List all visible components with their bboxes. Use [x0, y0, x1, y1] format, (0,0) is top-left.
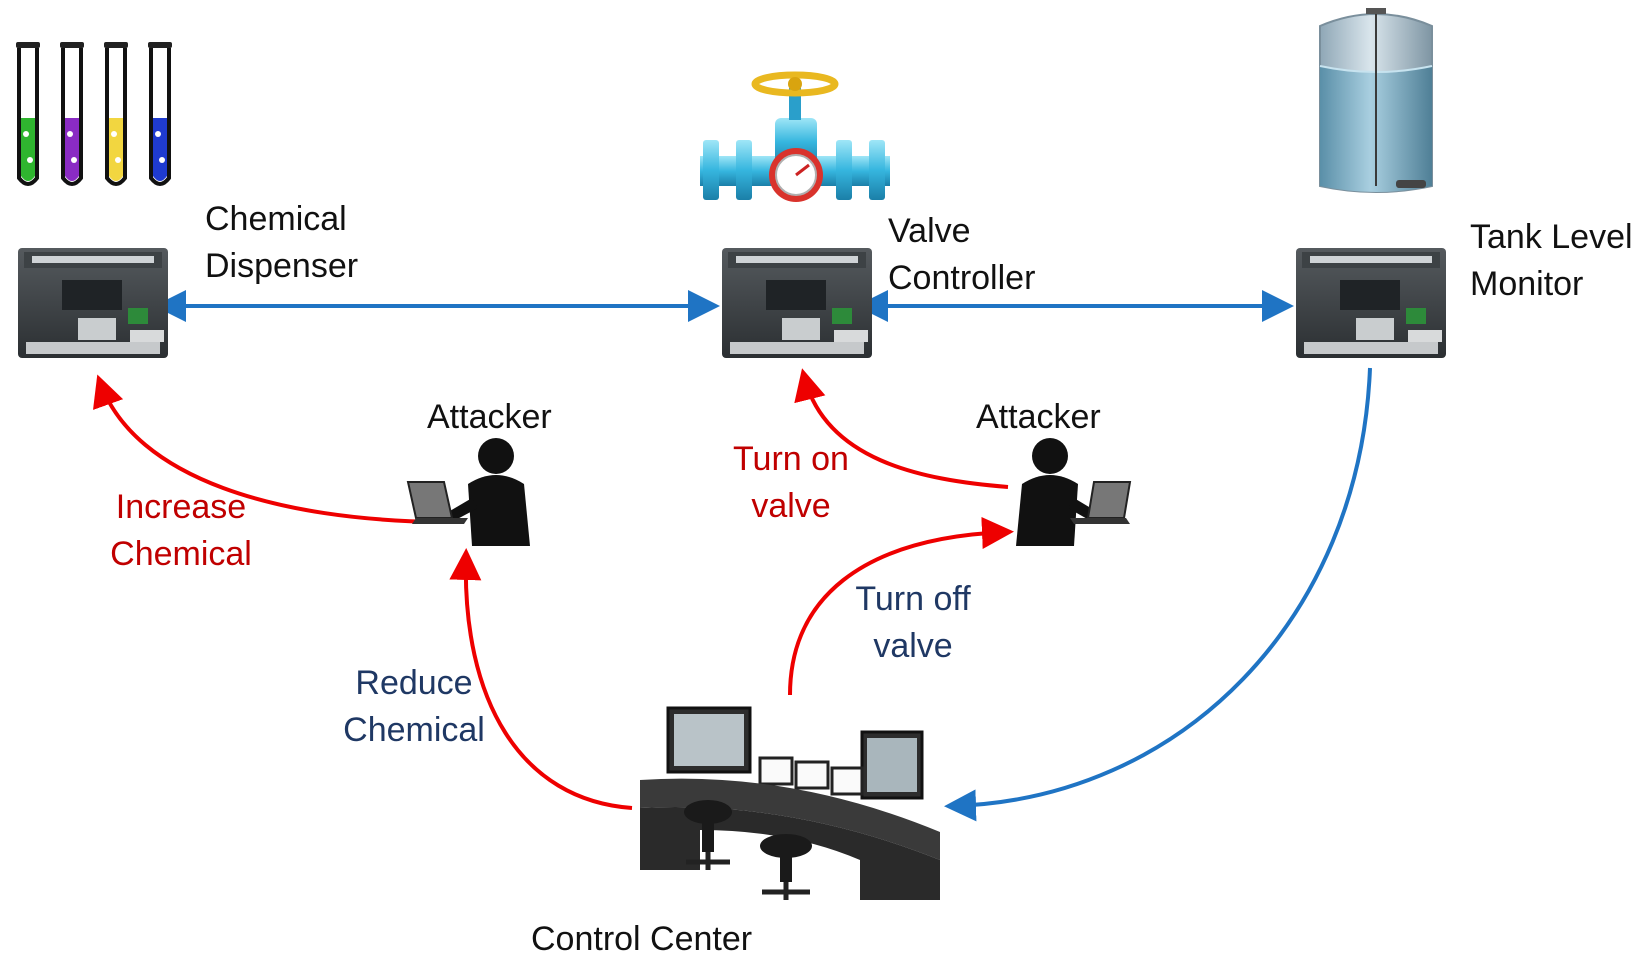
- label-turn-on-valve-line2: valve: [751, 487, 831, 525]
- label-reduce-chemical-line1: Reduce: [355, 664, 473, 702]
- arrow-turn-off-valve: [788, 517, 1014, 696]
- label-turn-off-valve: Turn off valve: [836, 576, 990, 670]
- label-turn-on-valve: Turn on valve: [724, 436, 858, 530]
- arrow-turn-on-valve: [794, 368, 1009, 489]
- control-room-desk-icon: [640, 706, 940, 900]
- label-valve-controller-line1: Valve: [888, 212, 971, 250]
- label-attacker-right: Attacker: [976, 398, 1101, 436]
- plc-chemical-dispenser: [18, 248, 168, 358]
- arrow-reduce-chemical: [449, 548, 633, 810]
- label-increase-chemical-line1: Increase: [115, 488, 247, 526]
- test-tubes-icon: [16, 42, 172, 186]
- label-increase-chemical-line2: Chemical: [110, 535, 252, 573]
- label-reduce-chemical-line2: Chemical: [343, 711, 485, 749]
- label-attacker-left: Attacker: [427, 398, 552, 436]
- label-valve-controller-line2: Controller: [888, 259, 1036, 297]
- plc-valve-controller: [722, 248, 872, 358]
- label-reduce-chemical: Reduce Chemical: [334, 660, 494, 754]
- label-tank-level-monitor: Tank Level Monitor: [1470, 214, 1633, 308]
- label-turn-off-valve-line2: valve: [873, 627, 953, 665]
- label-valve-controller: Valve Controller: [888, 208, 1035, 302]
- plc-tank-level-monitor: [1296, 248, 1446, 358]
- label-tank-level-monitor-line2: Monitor: [1470, 265, 1584, 303]
- label-chemical-dispenser-line1: Chemical: [205, 200, 347, 238]
- label-turn-off-valve-line1: Turn off: [855, 580, 971, 618]
- arrow-increase-chemical: [93, 374, 441, 524]
- label-turn-on-valve-line1: Turn on: [733, 440, 849, 478]
- hacker-laptop-icon: [1016, 438, 1132, 546]
- water-tank-icon: [1319, 8, 1433, 193]
- link-tank-to-control-center: [944, 367, 1372, 822]
- label-chemical-dispenser: Chemical Dispenser: [205, 196, 358, 290]
- hacker-laptop-icon: [406, 438, 530, 546]
- pipe-valve-icon: [700, 71, 890, 202]
- label-chemical-dispenser-line2: Dispenser: [205, 247, 359, 285]
- label-increase-chemical: Increase Chemical: [100, 484, 262, 578]
- label-control-center: Control Center: [531, 920, 753, 958]
- label-tank-level-monitor-line1: Tank Level: [1470, 218, 1633, 256]
